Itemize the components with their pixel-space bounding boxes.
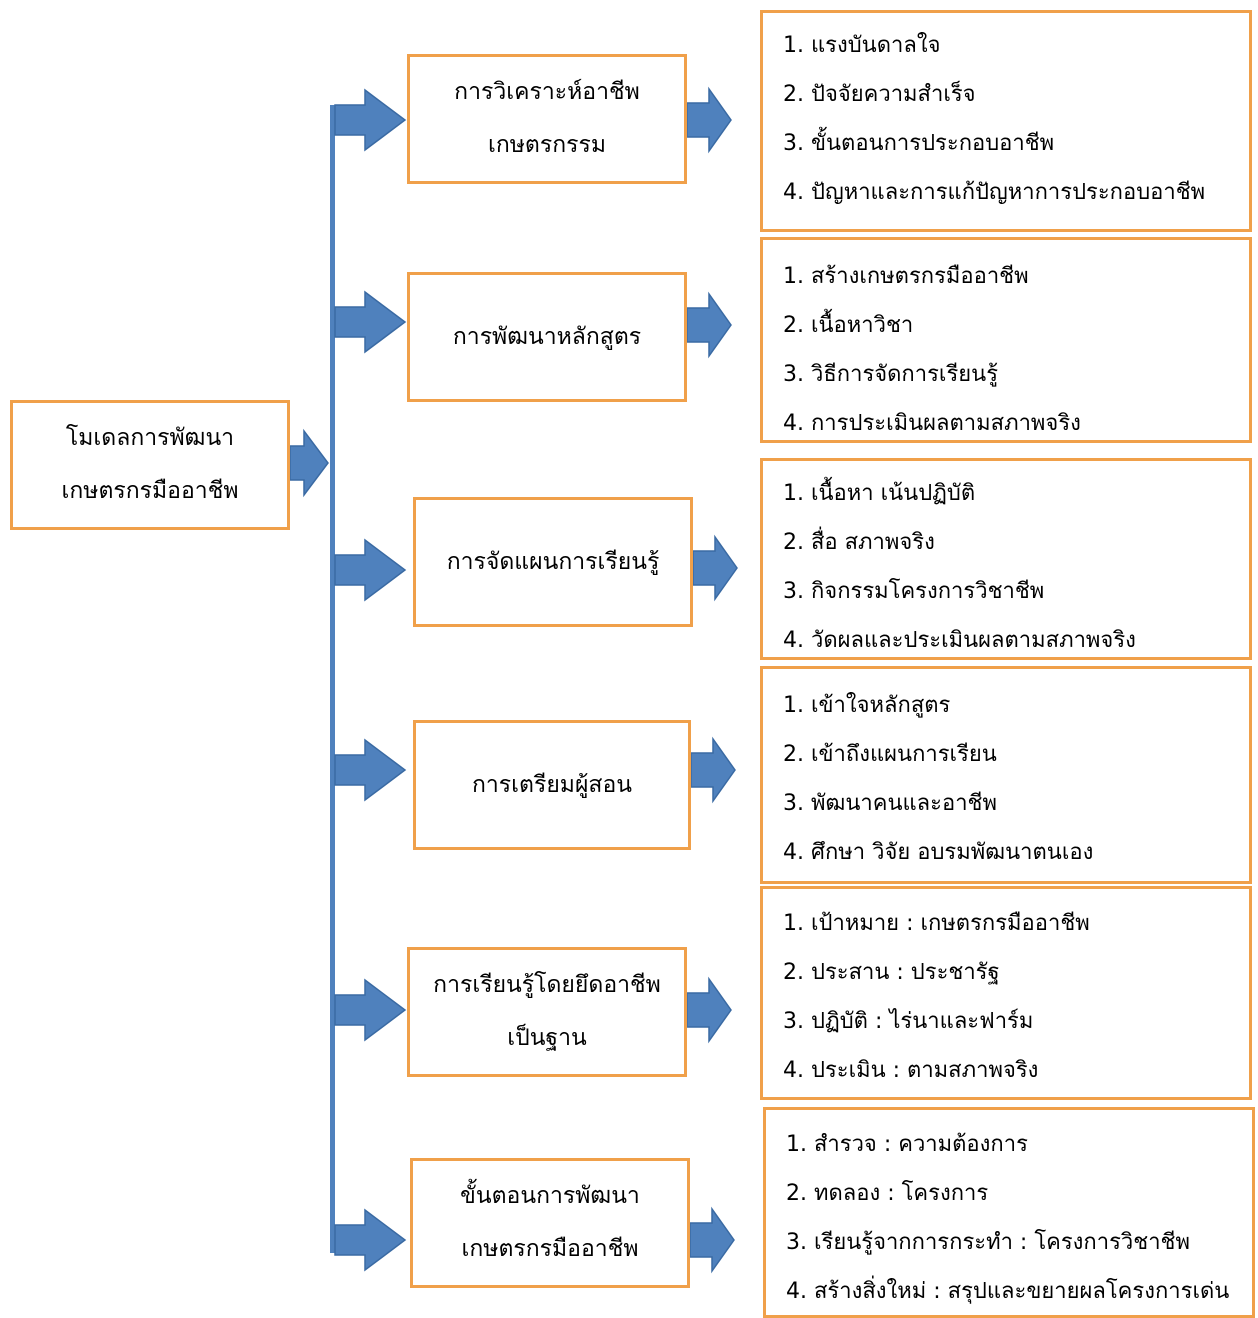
branch-1-title-line-1: การวิเคราะห์อาชีพ bbox=[454, 79, 640, 105]
detail-item-2-4: 4. การประเมินผลตามสภาพจริง bbox=[783, 411, 1081, 436]
branch-5-title-line-1: การเรียนรู้โดยยึดอาชีพ bbox=[433, 972, 661, 998]
detail-arrow-3 bbox=[692, 534, 738, 602]
branch-box-5: การเรียนรู้โดยยึดอาชีพเป็นฐาน bbox=[407, 947, 687, 1077]
detail-item-5-1: 1. เป้าหมาย : เกษตรกรมืออาชีพ bbox=[783, 911, 1090, 936]
branch-box-2: การพัฒนาหลักสูตร bbox=[407, 272, 687, 402]
detail-list-5: 1. เป้าหมาย : เกษตรกรมืออาชีพ 2. ประสาน :… bbox=[760, 886, 1252, 1100]
detail-item-1-1: 1. แรงบันดาลใจ bbox=[783, 33, 941, 58]
branch-box-3: การจัดแผนการเรียนรู้ bbox=[413, 497, 693, 627]
detail-item-5-4: 4. ประเมิน : ตามสภาพจริง bbox=[783, 1058, 1039, 1083]
detail-item-1-2: 2. ปัจจัยความสำเร็จ bbox=[783, 82, 976, 107]
branch-box-4: การเตรียมผู้สอน bbox=[413, 720, 691, 850]
detail-list-1: 1. แรงบันดาลใจ 2. ปัจจัยความสำเร็จ 3. ขั้น… bbox=[760, 10, 1252, 232]
branch-1-title-line-2: เกษตรกรรม bbox=[487, 132, 607, 158]
root-line-2: เกษตรกรมืออาชีพ bbox=[61, 478, 239, 504]
detail-list-4: 1. เข้าใจหลักสูตร 2. เข้าถึงแผนการเรียน 3.… bbox=[760, 666, 1252, 884]
detail-arrow-1 bbox=[686, 86, 732, 154]
branch-6-title-line-1: ขั้นตอนการพัฒนา bbox=[460, 1183, 640, 1209]
spine-arrow-3 bbox=[334, 538, 407, 602]
detail-item-3-3: 3. กิจกรรมโครงการวิชาชีพ bbox=[783, 579, 1045, 604]
detail-item-6-3: 3. เรียนรู้จากการกระทำ : โครงการวิชาชีพ bbox=[786, 1230, 1190, 1255]
detail-item-6-2: 2. ทดลอง : โครงการ bbox=[786, 1181, 989, 1206]
detail-item-4-1: 1. เข้าใจหลักสูตร bbox=[783, 693, 951, 718]
detail-arrow-2 bbox=[686, 291, 732, 359]
detail-item-2-2: 2. เนื้อหาวิชา bbox=[783, 313, 914, 338]
detail-list-3: 1. เนื้อหา เน้นปฏิบัติ 2. สื่อ สภาพจริง 3.… bbox=[760, 458, 1252, 660]
branch-5-title-line-2: เป็นฐาน bbox=[507, 1025, 587, 1051]
branch-3-title-line-1: การจัดแผนการเรียนรู้ bbox=[446, 548, 660, 575]
detail-item-2-1: 1. สร้างเกษตรกรมืออาชีพ bbox=[783, 264, 1029, 289]
detail-item-1-4: 4. ปัญหาและการแก้ปัญหาการประกอบอาชีพ bbox=[783, 180, 1206, 205]
detail-item-3-1: 1. เนื้อหา เน้นปฏิบัติ bbox=[783, 481, 976, 506]
detail-item-2-3: 3. วิธีการจัดการเรียนรู้ bbox=[783, 362, 999, 387]
branch-2-title-line-1: การพัฒนาหลักสูตร bbox=[452, 323, 642, 350]
detail-arrow-6 bbox=[689, 1206, 735, 1274]
root-box: โมเดลการพัฒนา เกษตรกรมืออาชีพ bbox=[10, 400, 290, 530]
spine-arrow-5 bbox=[334, 978, 407, 1042]
detail-arrow-5 bbox=[686, 976, 732, 1044]
detail-item-4-3: 3. พัฒนาคนและอาชีพ bbox=[783, 791, 997, 816]
root-line-1: โมเดลการพัฒนา bbox=[65, 425, 235, 451]
branch-4-title-line-1: การเตรียมผู้สอน bbox=[471, 771, 633, 798]
spine-arrow-4 bbox=[334, 738, 407, 802]
detail-list-2: 1. สร้างเกษตรกรมืออาชีพ 2. เนื้อหาวิชา 3. … bbox=[760, 237, 1252, 443]
detail-item-5-3: 3. ปฏิบัติ : ไร่นาและฟาร์ม bbox=[783, 1009, 1034, 1034]
spine-arrow-2 bbox=[334, 290, 407, 354]
detail-item-6-4: 4. สร้างสิ่งใหม่ : สรุปและขยายผลโครงการเ… bbox=[786, 1279, 1230, 1304]
detail-item-1-3: 3. ขั้นตอนการประกอบอาชีพ bbox=[783, 131, 1055, 156]
detail-item-4-2: 2. เข้าถึงแผนการเรียน bbox=[783, 742, 997, 767]
spine-arrow-6 bbox=[334, 1208, 407, 1272]
branch-box-1: การวิเคราะห์อาชีพเกษตรกรรม bbox=[407, 54, 687, 184]
detail-item-3-4: 4. วัดผลและประเมินผลตามสภาพจริง bbox=[783, 628, 1136, 653]
detail-item-4-4: 4. ศึกษา วิจัย อบรมพัฒนาตนเอง bbox=[783, 840, 1094, 865]
branch-6-title-line-2: เกษตรกรมืออาชีพ bbox=[461, 1236, 639, 1262]
root-arrow bbox=[289, 428, 329, 498]
detail-item-3-2: 2. สื่อ สภาพจริง bbox=[783, 530, 935, 555]
detail-list-6: 1. สำรวจ : ความต้องการ 2. ทดลอง : โครงการ… bbox=[763, 1107, 1255, 1318]
vertical-connector-line bbox=[330, 105, 335, 1253]
branch-box-6: ขั้นตอนการพัฒนาเกษตรกรมืออาชีพ bbox=[410, 1158, 690, 1288]
detail-item-5-2: 2. ประสาน : ประชารัฐ bbox=[783, 960, 1000, 985]
spine-arrow-1 bbox=[334, 88, 407, 152]
detail-item-6-1: 1. สำรวจ : ความต้องการ bbox=[786, 1132, 1028, 1157]
detail-arrow-4 bbox=[690, 736, 736, 804]
